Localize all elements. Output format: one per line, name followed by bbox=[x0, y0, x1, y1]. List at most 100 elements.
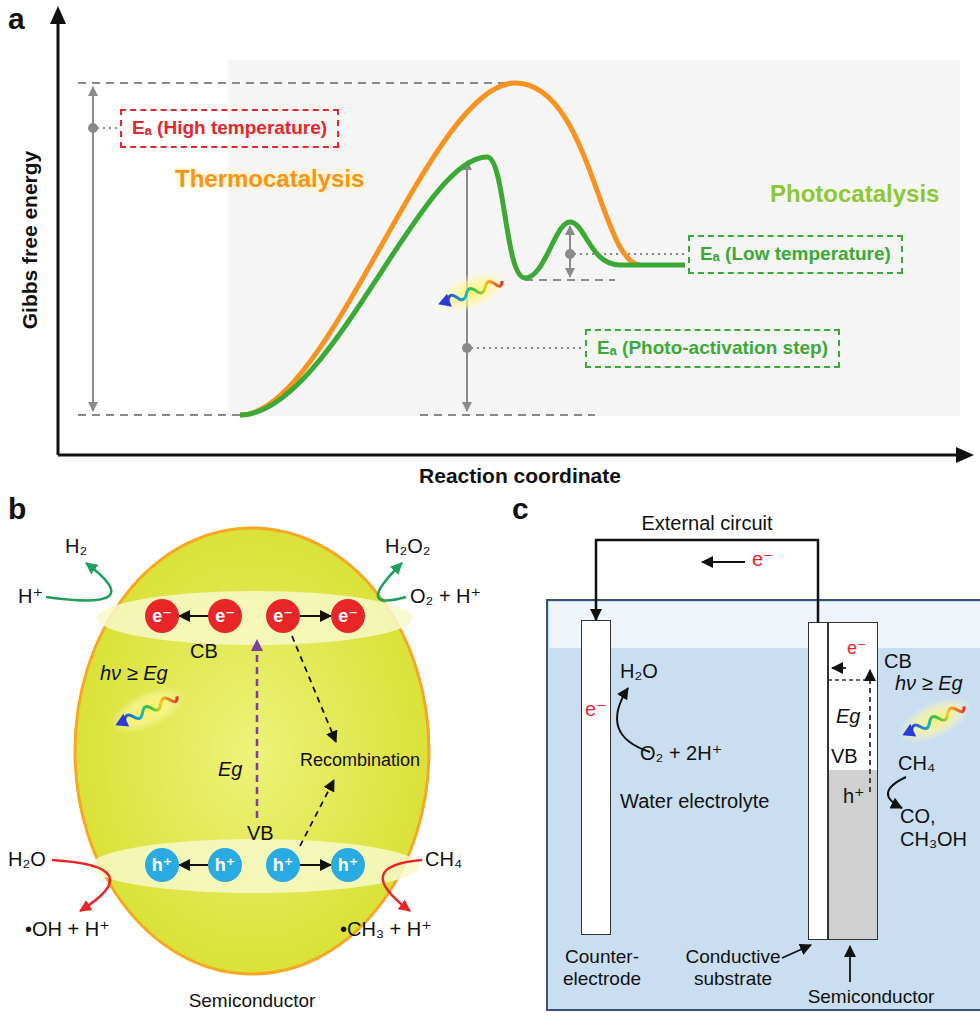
charge-carrier: h⁺ bbox=[331, 848, 365, 882]
illustration-path bbox=[52, 860, 110, 911]
illustration-use bbox=[428, 261, 515, 322]
electrode-box: Semiconductor bbox=[828, 622, 878, 940]
node-label: Semiconductor bbox=[75, 990, 429, 1012]
illustration-path bbox=[383, 860, 422, 911]
illustration-g bbox=[88, 123, 575, 353]
text-label: CH₄ bbox=[425, 848, 462, 871]
node-label: Eₐ (Low temperature) bbox=[700, 243, 891, 266]
illustration-line bbox=[574, 253, 685, 255]
panel-letter: a bbox=[8, 2, 25, 37]
illustration-circle bbox=[565, 249, 575, 259]
illustration-line bbox=[78, 82, 515, 84]
illustration-rect bbox=[808, 622, 828, 940]
illustration-rect bbox=[828, 622, 878, 940]
illustration-line bbox=[256, 640, 259, 818]
text-label: hν ≥ Eg bbox=[895, 672, 963, 695]
text-label: H₂O₂ bbox=[385, 535, 431, 558]
illustration-line bbox=[525, 279, 615, 281]
illustration-path bbox=[50, 6, 66, 24]
charge-carrier: h⁺ bbox=[208, 848, 242, 882]
text-label: Eg bbox=[218, 758, 242, 781]
charge-carrier: e⁻ bbox=[208, 599, 242, 633]
node-label: Eₐ (Photo-activation step) bbox=[597, 337, 828, 360]
text-label: O₂ + H⁺ bbox=[410, 585, 481, 608]
text-label: CH₄ bbox=[898, 752, 935, 775]
text-label: Reaction coordinate bbox=[419, 464, 621, 488]
semiconductor-particle bbox=[75, 528, 429, 974]
panel-letter: c bbox=[512, 492, 529, 527]
transfer-arrow bbox=[300, 615, 331, 617]
text-label: H₂O bbox=[8, 848, 46, 871]
illustration-line bbox=[57, 22, 60, 455]
illustration-rect bbox=[581, 620, 611, 935]
illustration-line bbox=[471, 347, 582, 349]
illustration-use bbox=[891, 687, 979, 753]
charge-carrier: h⁺ bbox=[145, 848, 179, 882]
text-label: H⁺ bbox=[18, 585, 43, 608]
panel-letter: b bbox=[8, 492, 26, 527]
node-label: Eₐ (High temperature) bbox=[132, 117, 327, 140]
energy-box: Eₐ (Photo-activation step) bbox=[585, 329, 840, 368]
illustration-line bbox=[58, 454, 958, 457]
illustration-line bbox=[832, 667, 846, 669]
text-label: Gibbs free energy bbox=[18, 151, 42, 330]
illustration-circle bbox=[88, 123, 98, 133]
transfer-arrow bbox=[300, 864, 331, 866]
charge-carrier: e⁻ bbox=[145, 599, 179, 633]
illustration-g bbox=[46, 563, 422, 911]
carrier-symbol: e⁻ bbox=[215, 605, 235, 627]
text-label: e⁻ bbox=[585, 698, 607, 721]
illustration-rect bbox=[828, 770, 878, 940]
carrier-symbol: e⁻ bbox=[273, 605, 293, 627]
text-label: Eg bbox=[836, 705, 860, 728]
illustration-g bbox=[97, 128, 685, 348]
photo-curve bbox=[240, 157, 685, 415]
charge-carrier: e⁻ bbox=[266, 599, 300, 633]
illustration-line bbox=[92, 87, 94, 411]
illustration-path bbox=[888, 777, 906, 808]
text-label: H₂O bbox=[620, 660, 658, 683]
illustration-g bbox=[93, 87, 570, 411]
text-label: hν ≥ Eg bbox=[100, 662, 168, 685]
text-label: VB bbox=[247, 822, 274, 845]
edge-label: External circuit bbox=[641, 512, 772, 535]
illustration-use bbox=[104, 677, 192, 743]
text-label: e⁻ bbox=[847, 638, 867, 659]
illustration-line bbox=[849, 946, 851, 982]
node-label: Counter-electrode bbox=[552, 946, 652, 990]
carrier-symbol: e⁻ bbox=[152, 605, 172, 627]
charge-carrier: h⁺ bbox=[266, 848, 300, 882]
node-label: Conductive substrate bbox=[681, 946, 785, 990]
illustration-ellipse bbox=[90, 839, 420, 893]
carrier-symbol: h⁺ bbox=[215, 854, 236, 876]
text-label: Photocatalysis bbox=[770, 180, 939, 208]
electrolyte-tank bbox=[547, 600, 980, 1010]
text-label: Water electrolyte bbox=[620, 790, 769, 813]
illustration-line bbox=[869, 670, 871, 792]
text-label: Thermocatalysis bbox=[175, 165, 364, 193]
text-label: •CH₃ + H⁺ bbox=[340, 918, 432, 941]
transfer-arrow bbox=[179, 864, 208, 866]
illustration-line bbox=[97, 127, 117, 129]
text-label: H₂ bbox=[65, 535, 87, 558]
illustration-path bbox=[46, 563, 111, 601]
illustration-line bbox=[78, 414, 245, 416]
node-label: Semiconductor bbox=[801, 986, 941, 1008]
illustration-path bbox=[378, 563, 406, 601]
illustration-rect bbox=[549, 602, 980, 648]
illustration-line bbox=[292, 636, 336, 742]
carrier-symbol: h⁺ bbox=[338, 854, 359, 876]
illustration-circle bbox=[462, 343, 472, 353]
text-label: CB bbox=[190, 640, 218, 663]
illustration-line bbox=[420, 414, 595, 416]
illustration-line bbox=[782, 945, 811, 958]
circuit-wire bbox=[596, 540, 818, 622]
energy-box: Eₐ (High temperature) bbox=[120, 109, 339, 148]
electrode-box: Conductive substrate bbox=[808, 622, 828, 940]
text-label: CB bbox=[884, 650, 912, 673]
text-label: h⁺ bbox=[843, 785, 865, 808]
charge-carrier: e⁻ bbox=[331, 599, 365, 633]
electrode-box: Counter-electrode bbox=[581, 620, 611, 935]
illustration-ellipse bbox=[97, 591, 413, 645]
illustration-line bbox=[300, 780, 334, 846]
